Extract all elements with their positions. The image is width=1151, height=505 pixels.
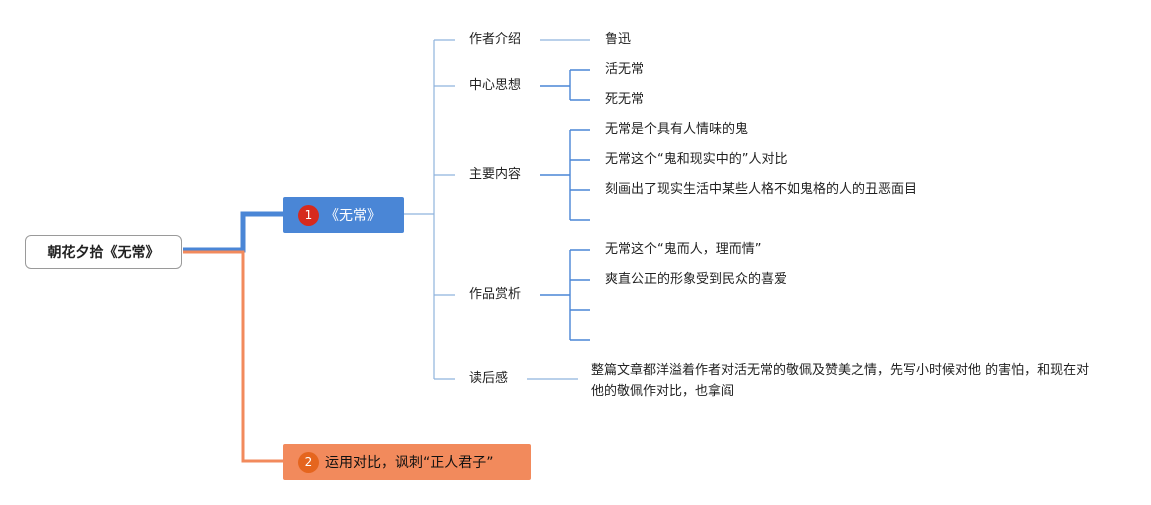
branch-wuchang-label: 《无常》: [325, 208, 381, 224]
topic-analysis-connector: [540, 249, 590, 341]
root-topic-label: 朝花夕拾《无常》: [47, 245, 160, 261]
branch-1-spine: [404, 40, 435, 379]
leaf-author-name[interactable]: 鲁迅: [605, 32, 632, 47]
leaf-content-empty[interactable]: [605, 211, 665, 229]
topic-content[interactable]: 主要内容: [469, 167, 522, 182]
topic-analysis[interactable]: 作品赏析: [469, 287, 522, 302]
leaf-content-2[interactable]: 无常这个“鬼和现实中的”人对比: [605, 152, 788, 167]
leaf-analysis-empty-2[interactable]: [605, 331, 665, 349]
priority-2-icon: 2: [298, 451, 319, 473]
leaf-analysis-2[interactable]: 爽直公正的形象受到民众的喜爱: [605, 272, 788, 287]
topic-theme[interactable]: 中心思想: [469, 78, 522, 93]
topic-theme-connector: [540, 69, 590, 101]
leaf-content-1[interactable]: 无常是个具有人情味的鬼: [605, 122, 749, 137]
topic-review[interactable]: 读后感: [469, 371, 509, 386]
topic-content-connector: [540, 129, 590, 221]
leaf-analysis-1[interactable]: 无常这个“鬼而人，理而情”: [605, 242, 762, 257]
root-to-branch-2-line: [183, 250, 283, 463]
root-to-branch-1-line: [183, 211, 283, 253]
leaf-theme-2[interactable]: 死无常: [605, 92, 645, 107]
branch-contrast[interactable]: 2 运用对比，讽刺“正人君子”: [283, 444, 531, 480]
topic-author[interactable]: 作者介绍: [469, 32, 522, 47]
leaf-review-text[interactable]: 整篇文章都洋溢着作者对活无常的敬佩及赞美之情，先写小时候对他 的害怕，和现在对他…: [591, 363, 1090, 399]
branch-wuchang[interactable]: 1 《无常》: [283, 197, 404, 233]
leaf-analysis-empty-1[interactable]: [605, 301, 665, 319]
leaf-content-3[interactable]: 刻画出了现实生活中某些人格不如鬼格的人的丑恶面目: [605, 182, 918, 197]
leaf-theme-1[interactable]: 活无常: [605, 62, 645, 77]
priority-1-icon: 1: [298, 204, 319, 226]
branch-1-ticks: [434, 39, 455, 380]
branch-contrast-label: 运用对比，讽刺“正人君子”: [325, 455, 494, 471]
root-topic[interactable]: 朝花夕拾《无常》: [25, 235, 182, 269]
